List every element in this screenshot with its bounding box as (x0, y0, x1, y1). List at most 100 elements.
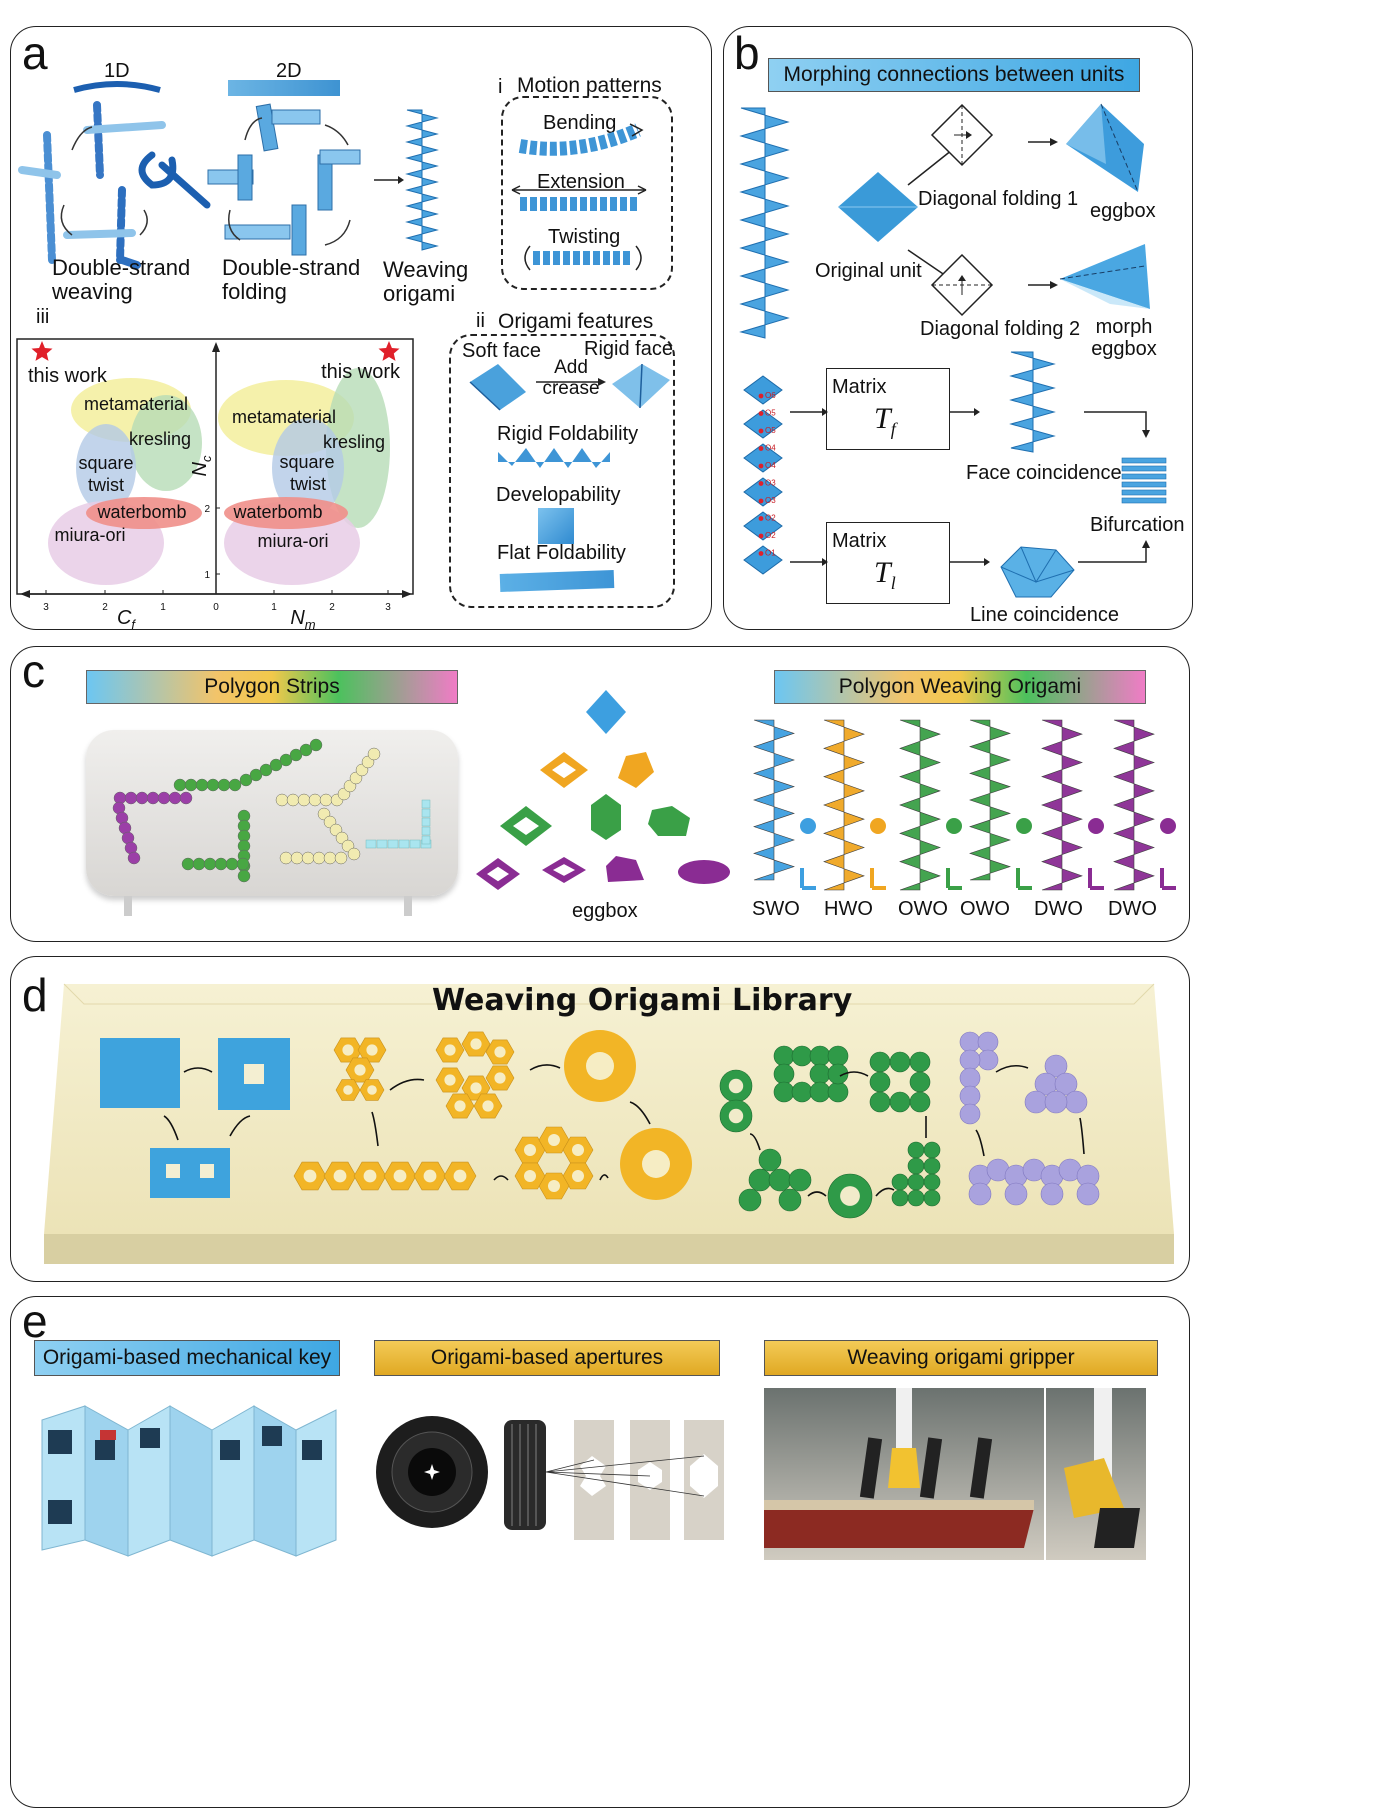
lav-p-5 (959, 1085, 981, 1107)
panel-label-c: c (22, 645, 45, 697)
pwo-strip-1 (870, 868, 886, 890)
tick-label-left: 3 (43, 602, 49, 613)
o-point-label: O2 (765, 531, 776, 540)
green-block-7 (891, 1189, 909, 1207)
green-w-0 (773, 1045, 795, 1067)
strip-yellow-bottom (312, 851, 326, 865)
o-point (758, 481, 764, 486)
tick-label-right: 2 (329, 602, 335, 613)
tick-label-left: 2 (102, 602, 108, 613)
aperture-illustration (376, 1416, 724, 1540)
strip-yellow-bottom (290, 851, 304, 865)
library-shapes (100, 1030, 1100, 1219)
green-square-1 (889, 1051, 911, 1073)
yellow-flower-1-hole (470, 1038, 482, 1050)
green-ring-hole (840, 1186, 860, 1206)
origami-features-box (449, 334, 675, 608)
pwo-strip-4 (1088, 868, 1104, 890)
pwo-label-swo: SWO (752, 898, 800, 920)
blue-cross-hole (244, 1064, 264, 1084)
green-w-5 (809, 1063, 831, 1085)
panel-label-e: e (22, 1295, 48, 1347)
strip-yellow-top (367, 747, 381, 761)
lav-tri-5 (1044, 1090, 1068, 1114)
strip-green-top (269, 758, 283, 772)
arrow-yellow-5 (371, 1111, 379, 1147)
apertures-header: Origami-based apertures (374, 1340, 720, 1376)
strip-purple (135, 791, 149, 805)
pyramid-green-solid (591, 794, 621, 840)
pwo-label-dwo: DWO (1108, 898, 1157, 920)
strip-green-top (217, 778, 231, 792)
rigid-face-label: Rigid face (584, 338, 673, 360)
pyramid-green-cap (648, 806, 690, 836)
arrow-yellow-1 (389, 1078, 425, 1091)
bending-strip (518, 123, 644, 156)
tick-label-left: 1 (160, 602, 166, 613)
green-eight-bottom-hole (728, 1108, 744, 1124)
green-w-2 (809, 1045, 831, 1067)
lav-p-1 (977, 1031, 999, 1053)
pyramid-green-ring-hole (513, 817, 539, 835)
lav-tri-2 (1054, 1072, 1078, 1096)
label-waterbomb-right: waterbomb (232, 502, 322, 522)
diagonal-folding-1-label: Diagonal folding 1 (918, 188, 1079, 210)
green-block-0 (907, 1141, 925, 1159)
pwo-unit-2 (946, 818, 962, 834)
strip-yellow-top (308, 793, 322, 807)
arrow-yellow-2 (529, 1064, 561, 1071)
pwo-column-0 (753, 719, 795, 881)
blue-window-grid (150, 1148, 230, 1198)
green-square-6 (889, 1091, 911, 1113)
motion-patterns-box (501, 96, 673, 290)
this-work-right: this work (321, 361, 401, 383)
original-unit-label: Original unit (815, 260, 922, 282)
pyramid-orange-solid (618, 752, 654, 788)
matrix-tf-symbol: Tf (874, 402, 896, 439)
green-block-3 (923, 1157, 941, 1175)
strip-green-top (228, 778, 242, 792)
strip-yellow-top (275, 793, 289, 807)
green-square-4 (909, 1071, 931, 1093)
region-square-twist-left (76, 424, 136, 512)
region-waterbomb-left (86, 497, 202, 529)
origami-features-title: Origami features (498, 310, 654, 333)
yellow-hexring-0-hole (524, 1144, 536, 1156)
yellow-ring-top-hole (586, 1052, 614, 1080)
polygon-strips-header: Polygon Strips (86, 670, 458, 704)
label-twist-left: twist (88, 475, 124, 495)
yellow-ring-bottom-hole (642, 1150, 670, 1178)
matrix-tl-label: Matrix (832, 530, 887, 552)
polygon-weaving-origami-header: Polygon Weaving Origami (774, 670, 1146, 704)
region-waterbomb-right (224, 497, 348, 529)
arrow-green-2 (749, 1133, 761, 1151)
green-block-9 (923, 1189, 941, 1207)
pwo-column-4 (1041, 719, 1083, 891)
weaving-column-large (739, 107, 790, 339)
developability-label: Developability (496, 484, 621, 506)
strip-green-top (309, 738, 323, 752)
label-twist-right: twist (290, 474, 326, 494)
yellow-hexring-5-hole (524, 1170, 536, 1182)
rigid-foldability-strip (498, 448, 610, 468)
sub-label-iii: iii (36, 306, 50, 328)
table-surface (86, 730, 458, 896)
lav-chain-7 (968, 1182, 992, 1206)
lav-chain-8 (1004, 1182, 1028, 1206)
o-point-label: O1 (765, 549, 776, 558)
tick-label-right: 1 (271, 602, 277, 613)
matrix-tl-symbol: Tl (874, 556, 896, 593)
pwo-strip-2 (946, 868, 962, 890)
pwo-unit-1 (870, 818, 886, 834)
o-point (758, 428, 764, 434)
strip-yellow-top (297, 793, 311, 807)
o-point-label: O6 (765, 391, 776, 400)
tick-label-y: 1 (204, 570, 210, 581)
strip-green-bottom (203, 857, 217, 871)
pyramid-purple-cap (678, 860, 730, 884)
yellow-flower-2-hole (494, 1046, 506, 1058)
y-axis-arrow (212, 342, 220, 352)
label-waterbomb-left: waterbomb (96, 502, 186, 522)
yellow-hexring-4-hole (548, 1180, 560, 1192)
